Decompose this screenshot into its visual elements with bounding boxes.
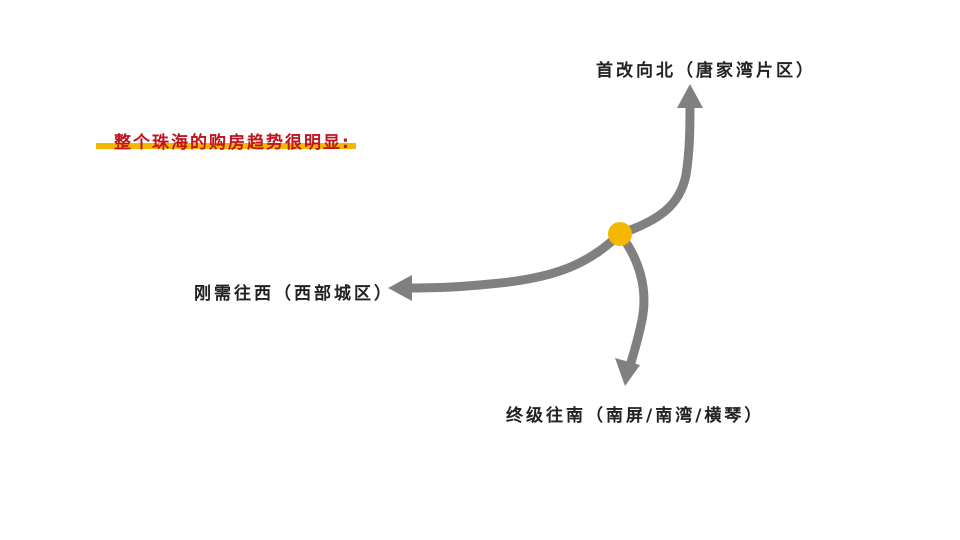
center-node bbox=[608, 222, 632, 246]
headline-underline bbox=[96, 143, 356, 149]
headline-text: 整个珠海的购房趋势很明显: bbox=[114, 133, 351, 153]
label-south: 终级往南（南屏/南湾/横琴） bbox=[506, 406, 765, 426]
label-north: 首改向北（唐家湾片区） bbox=[596, 61, 816, 81]
label-west: 刚需往西（西部城区） bbox=[194, 284, 394, 304]
arrowhead-north-icon bbox=[677, 84, 703, 108]
arrowhead-west-icon bbox=[388, 275, 412, 301]
arrow-north bbox=[615, 84, 703, 239]
arrow-south bbox=[615, 229, 649, 386]
arrowhead-south-icon bbox=[615, 358, 640, 386]
arrow-west bbox=[388, 229, 625, 301]
